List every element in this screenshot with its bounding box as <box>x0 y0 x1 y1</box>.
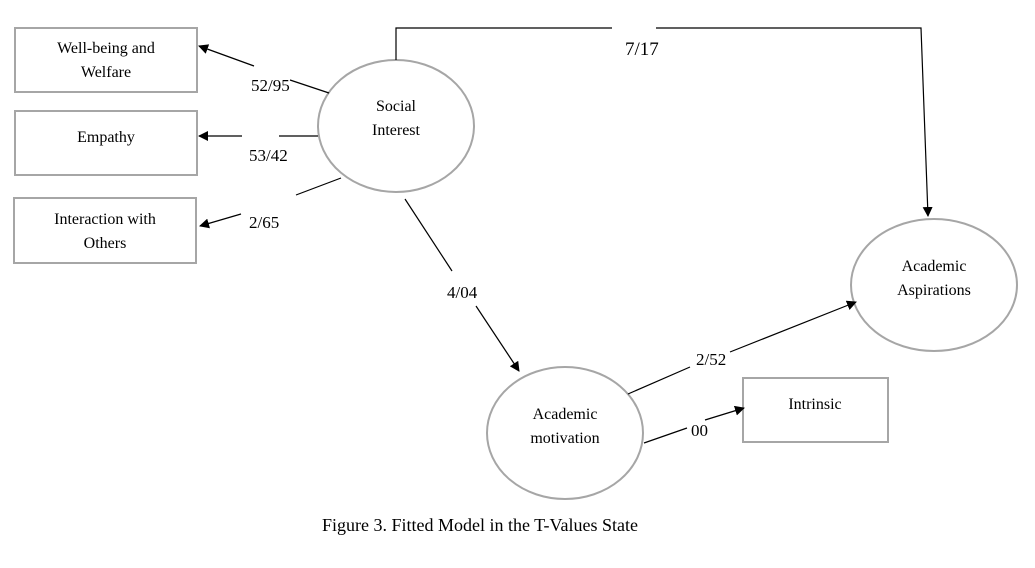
edge-si-to-interaction: 2/65 <box>199 177 342 232</box>
edge-label-t-value: 2/65 <box>249 213 279 232</box>
edge-si-to-empathy: 53/42 <box>198 131 318 165</box>
edge-label-t-value: 52/95 <box>251 76 290 95</box>
edge-label-t-value: 2/52 <box>696 350 726 369</box>
edge-label-t-value: 7/17 <box>625 39 659 60</box>
node-label-line: Intrinsic <box>788 396 841 413</box>
node-intrinsic: Intrinsic <box>742 377 889 443</box>
edge-label-t-value: 4/04 <box>447 283 478 302</box>
node-label-line: Social <box>376 98 417 115</box>
node-label-line: motivation <box>530 430 599 447</box>
node-academic-motivation: Academic motivation <box>486 366 644 500</box>
figure-caption: Figure 3. Fitted Model in the T-Values S… <box>322 515 638 535</box>
node-label-line: Well-being and <box>57 40 155 57</box>
node-wellbeing-and-welfare: Well-being and Welfare <box>14 27 198 93</box>
edge-label-t-value: 53/42 <box>249 146 288 165</box>
node-label-line: Interaction with <box>54 211 156 228</box>
node-label-line: Others <box>84 235 127 252</box>
node-academic-aspirations: Academic Aspirations <box>850 218 1018 352</box>
edge-si-to-aspirations: 7/17 <box>395 27 933 217</box>
edge-si-to-motivation: 4/04 <box>404 198 520 372</box>
node-label-line: Aspirations <box>897 282 971 299</box>
node-label-line: Welfare <box>81 64 131 81</box>
node-label-line: Academic <box>533 406 598 423</box>
edge-motivation-to-aspirations: 2/52 <box>627 300 857 395</box>
edge-label-t-value: 00 <box>691 421 708 440</box>
node-label-line: Academic <box>902 258 967 275</box>
edge-motivation-to-intrinsic: 00 <box>643 405 745 444</box>
node-empathy: Empathy <box>14 110 198 176</box>
node-social-interest: Social Interest <box>317 59 475 193</box>
node-interaction-with-others: Interaction with Others <box>13 197 197 264</box>
node-label-line: Interest <box>372 122 421 139</box>
node-label-line: Empathy <box>77 129 135 146</box>
edge-si-to-wellbeing: 52/95 <box>198 44 330 95</box>
